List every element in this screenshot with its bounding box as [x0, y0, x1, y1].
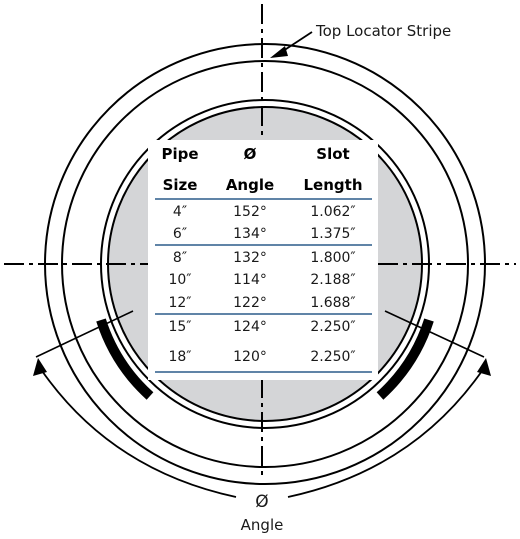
table-row: 12″ 122° 1.688″ [168, 295, 355, 311]
cell-angle: 124° [233, 319, 267, 335]
table-row: 6″ 134° 1.375″ [173, 226, 356, 242]
header-angle: Angle [226, 176, 274, 194]
slot-band-left [96, 318, 154, 400]
spec-table: Pipe Size Ø Angle Slot Length 4″ 152° 1.… [155, 145, 372, 373]
cell-slot: 2.188″ [310, 272, 355, 288]
angle-arc-right [287, 367, 485, 498]
angle-label: Angle [241, 516, 284, 534]
cell-slot: 1.688″ [310, 295, 355, 311]
callout-arrowhead-icon [270, 46, 288, 58]
top-locator-label: Top Locator Stripe [315, 22, 451, 40]
cell-slot: 2.250″ [310, 319, 355, 335]
radial-line-left [35, 310, 134, 358]
cell-angle: 152° [233, 204, 267, 220]
header-size: Size [163, 176, 198, 194]
angle-symbol: Ø [255, 492, 268, 512]
cell-size: 10″ [168, 272, 191, 288]
angle-arc-left [39, 367, 237, 498]
table-row: 18″ 120° 2.250″ [168, 349, 355, 365]
middle-ring [61, 60, 469, 468]
table-row: 4″ 152° 1.062″ [173, 204, 356, 220]
cell-angle: 120° [233, 349, 267, 365]
cell-size: 12″ [168, 295, 191, 311]
cell-slot: 2.250″ [310, 349, 355, 365]
cell-angle: 122° [233, 295, 267, 311]
table-panel [148, 140, 378, 380]
header-slot: Slot [316, 145, 349, 163]
arrowhead-left-icon [33, 358, 47, 376]
cell-size: 4″ [173, 204, 187, 220]
slot-band-right [376, 318, 434, 400]
cell-slot: 1.800″ [310, 250, 355, 266]
table-row: 8″ 132° 1.800″ [173, 250, 356, 266]
cell-size: 6″ [173, 226, 187, 242]
table-row: 10″ 114° 2.188″ [168, 272, 355, 288]
cell-size: 8″ [173, 250, 187, 266]
arrowhead-right-icon [477, 358, 491, 376]
header-length: Length [304, 176, 363, 194]
cell-slot: 1.375″ [310, 226, 355, 242]
cell-angle: 114° [233, 272, 267, 288]
table-row: 15″ 124° 2.250″ [168, 319, 355, 335]
radial-line-right [384, 310, 485, 358]
header-phi: Ø [244, 145, 257, 163]
cell-angle: 134° [233, 226, 267, 242]
cell-size: 18″ [168, 349, 191, 365]
cell-slot: 1.062″ [310, 204, 355, 220]
header-pipe: Pipe [161, 145, 198, 163]
cell-angle: 132° [233, 250, 267, 266]
cell-size: 15″ [168, 319, 191, 335]
